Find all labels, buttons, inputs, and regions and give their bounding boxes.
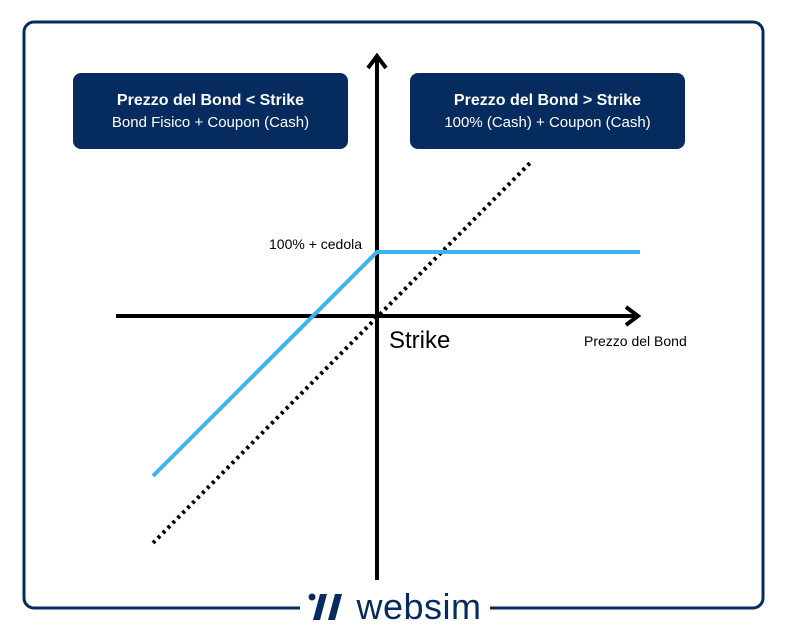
websim-logo-icon bbox=[308, 593, 343, 620]
x-axis-arrow bbox=[624, 305, 642, 327]
websim-logo-text: websim bbox=[356, 586, 482, 627]
payoff-line bbox=[151, 250, 640, 478]
left-box-title: Prezzo del Bond < Strike bbox=[116, 92, 305, 109]
y-axis-arrow bbox=[366, 52, 388, 70]
right-box-title: Prezzo del Bond > Strike bbox=[453, 92, 642, 109]
right-scenario-box: Prezzo del Bond > Strike 100% (Cash) + C… bbox=[410, 73, 685, 149]
left-box-subtitle: Bond Fisico + Coupon (Cash) bbox=[111, 114, 310, 131]
right-box-subtitle: 100% (Cash) + Coupon (Cash) bbox=[444, 114, 651, 131]
websim-logo: websim bbox=[300, 584, 490, 630]
bond-price-diagonal bbox=[151, 161, 532, 545]
cap-label: 100% + cedola bbox=[269, 236, 363, 252]
x-axis-label: Prezzo del Bond bbox=[584, 333, 687, 349]
left-scenario-box: Prezzo del Bond < Strike Bond Fisico + C… bbox=[73, 73, 348, 149]
strike-label: Strike bbox=[389, 327, 451, 354]
